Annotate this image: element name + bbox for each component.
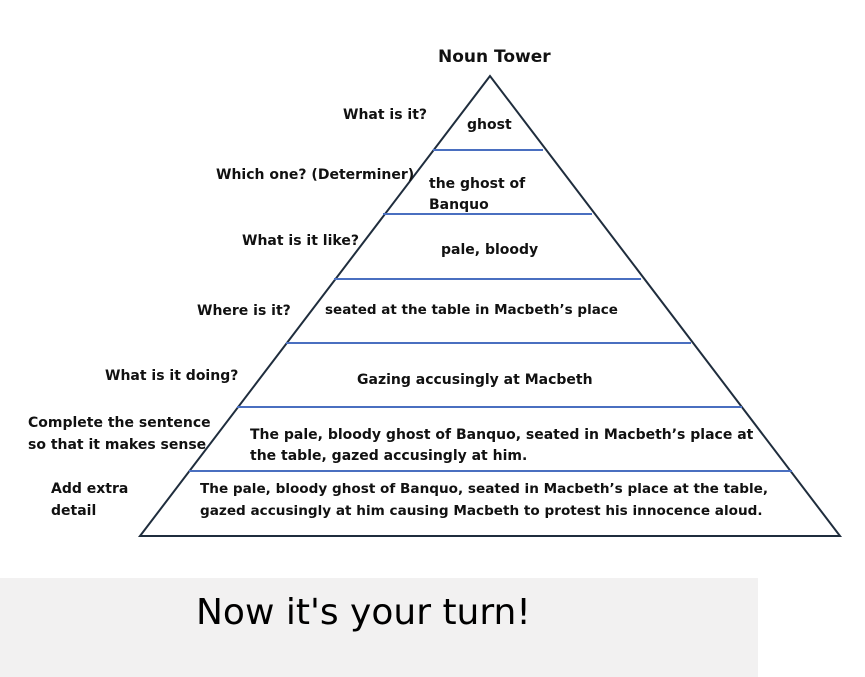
question-which-one: Which one? (Determiner) [216,167,415,183]
answer-sentence-line1: The pale, bloody ghost of Banquo, seated… [250,427,754,443]
answer-ghost: ghost [467,117,512,133]
question-where-is-it: Where is it? [197,303,291,319]
answer-detail-line1: The pale, bloody ghost of Banquo, seated… [200,481,769,497]
question-what-is-it: What is it? [343,107,428,123]
question-add-detail-line1: Add extra [51,481,129,497]
question-what-is-it-like: What is it like? [242,233,359,249]
diagram-title: Noun Tower [438,47,551,67]
answer-which-line1: the ghost of [429,176,526,192]
answer-detail-line2: gazed accusingly at him causing Macbeth … [200,503,763,519]
answer-doing: Gazing accusingly at Macbeth [357,372,593,388]
question-complete-sentence-line1: Complete the sentence [28,415,211,431]
noun-tower-pyramid [137,74,843,537]
answer-which-line2: Banquo [429,197,489,213]
question-complete-sentence-line2: so that it makes sense [28,437,207,453]
pyramid-outline [137,74,843,537]
question-add-detail-line2: detail [51,503,97,519]
answer-sentence-line2: the table, gazed accusingly at him. [250,448,528,464]
answer-like: pale, bloody [441,242,539,258]
footer-banner: Now it's your turn! [0,578,758,677]
footer-prompt: Now it's your turn! [196,592,531,633]
answer-where: seated at the table in Macbeth’s place [325,302,618,318]
question-what-is-it-doing: What is it doing? [105,368,239,384]
